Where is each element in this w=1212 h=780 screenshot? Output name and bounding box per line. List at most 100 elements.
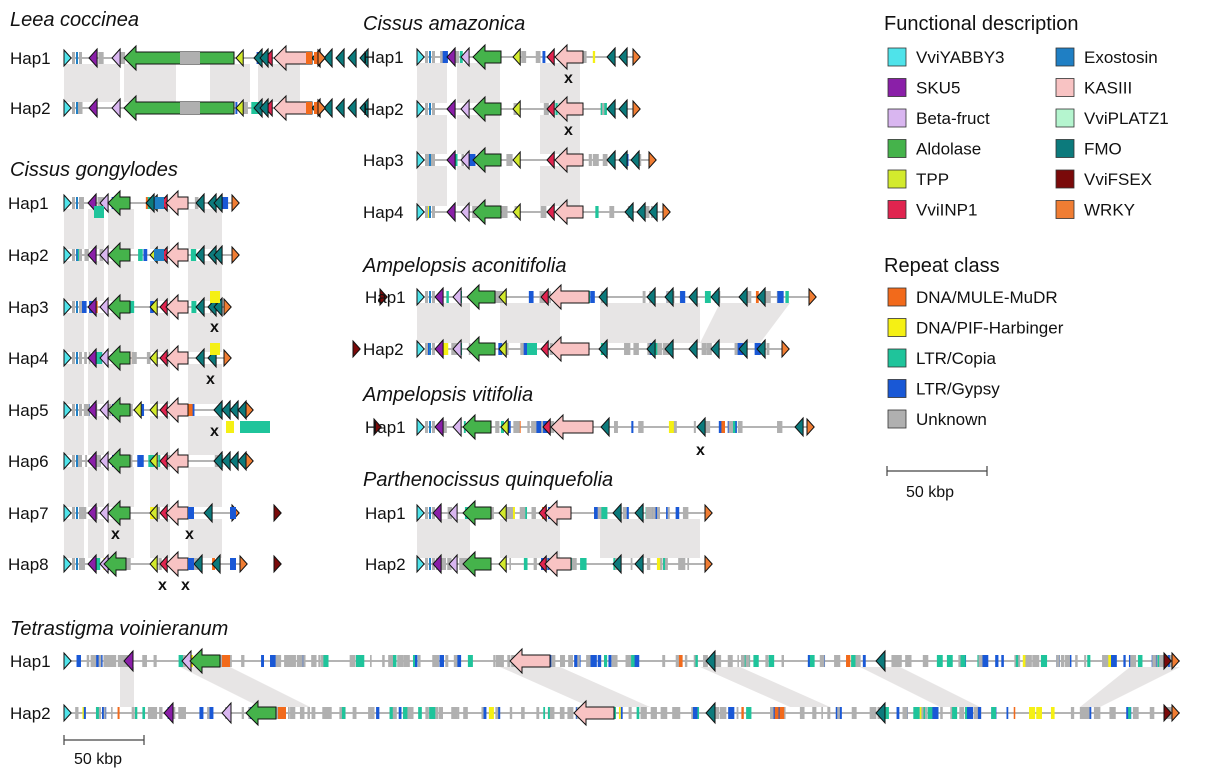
gene-arrow: [618, 46, 628, 68]
repeat-block: [296, 655, 303, 667]
gene-arrow: [540, 339, 549, 359]
repeat-block: [251, 102, 256, 114]
repeat-block: [429, 558, 431, 570]
repeat-block: [745, 655, 750, 667]
repeat-block: [718, 421, 724, 433]
repeat-block: [299, 707, 305, 719]
gene-arrow: [446, 201, 456, 223]
repeat-block: [446, 291, 449, 303]
repeat-block: [159, 707, 163, 719]
repeat-block: [287, 707, 290, 719]
legend-label: DNA/MULE-MuDR: [916, 288, 1058, 307]
repeat-block: [429, 206, 431, 218]
repeat-block: [717, 707, 720, 719]
gene-arrow: [794, 416, 804, 438]
synteny-link: [124, 64, 176, 102]
legend-swatch: [1055, 139, 1075, 158]
repeat-block: [153, 655, 157, 667]
scale-bar-label: 50 kbp: [906, 484, 954, 501]
legend-label: VviINP1: [916, 201, 977, 220]
gene-arrow: [352, 339, 361, 359]
repeat-block: [98, 52, 104, 64]
repeat-block: [559, 707, 565, 719]
legend-label: DNA/PIF-Harbinger: [916, 319, 1064, 338]
gene-arrow: [606, 46, 616, 68]
repeat-block: [1102, 655, 1109, 667]
repeat-block: [439, 655, 445, 667]
repeat-block: [209, 707, 214, 719]
repeat-block: [770, 707, 774, 719]
repeat-block: [638, 421, 644, 433]
gene-arrow: [452, 416, 462, 438]
gene-arrow: [149, 554, 158, 574]
repeat-block: [398, 707, 402, 719]
repeat-block: [1149, 707, 1155, 719]
repeat-block: [506, 154, 513, 166]
repeat-block: [614, 655, 617, 667]
repeat-block: [72, 197, 75, 209]
gene-arrow: [229, 399, 239, 421]
repeat-block: [1025, 655, 1030, 667]
gene-arrow: [646, 338, 656, 360]
repeat-block: [95, 455, 101, 467]
gene-arrow: [630, 149, 640, 171]
repeat-block: [668, 421, 674, 433]
gene-arrow: [498, 287, 507, 307]
legend-swatch: [887, 348, 907, 368]
missing-marker: x: [111, 526, 120, 543]
repeat-block: [883, 707, 889, 719]
repeat-block: [432, 206, 435, 218]
synteny-link: [150, 519, 170, 558]
repeat-block: [846, 655, 851, 667]
gene-arrow: [347, 97, 357, 119]
gene-arrow: [259, 97, 269, 119]
gene-arrow: [612, 502, 622, 524]
repeat-block: [79, 558, 82, 570]
repeat-block: [199, 707, 204, 719]
repeat-block: [624, 343, 631, 355]
legend-swatch: [1055, 169, 1075, 189]
legend-functional: VviYABBY3SKU5Beta-fructAldolaseTPPVviINP…: [887, 47, 1169, 220]
repeat-block: [520, 343, 526, 355]
repeat-block: [79, 102, 82, 114]
repeat-block: [936, 655, 943, 667]
repeat-block: [180, 52, 200, 64]
gene-arrow: [618, 149, 628, 171]
synteny-link: [150, 261, 170, 301]
repeat-block: [79, 352, 82, 364]
repeat-block: [509, 558, 511, 570]
repeat-block: [432, 421, 435, 433]
synteny-link: [64, 364, 84, 404]
repeat-block: [76, 558, 78, 570]
repeat-block: [226, 421, 234, 433]
repeat-block: [588, 154, 592, 166]
repeat-block: [339, 707, 342, 719]
repeat-block: [425, 154, 428, 166]
repeat-block: [507, 655, 511, 667]
repeat-block: [80, 301, 87, 313]
gene-arrow: [317, 98, 326, 118]
repeat-block: [531, 507, 536, 519]
synteny-link: [500, 519, 560, 558]
missing-marker: x: [696, 442, 705, 459]
repeat-block: [425, 507, 428, 519]
repeat-block: [307, 707, 310, 719]
repeat-block: [72, 455, 75, 467]
gene-arrow: [149, 400, 158, 420]
legend-swatch: [887, 200, 907, 219]
gene-arrow: [416, 202, 425, 222]
repeat-block: [243, 102, 248, 114]
gene-arrow: [189, 647, 221, 675]
repeat-block: [230, 558, 236, 570]
synteny-link: [188, 209, 222, 249]
repeat-block: [1084, 655, 1087, 667]
scale-bar-bottom: [63, 735, 145, 745]
repeat-block: [523, 558, 528, 570]
gene-arrow: [221, 450, 231, 472]
hap-label-leea-1: Hap1: [10, 49, 51, 68]
repeat-block: [602, 103, 605, 115]
repeat-block: [1123, 655, 1126, 667]
repeat-block: [321, 655, 324, 667]
gene-arrow: [1171, 703, 1180, 723]
gene-arrow: [63, 554, 72, 574]
